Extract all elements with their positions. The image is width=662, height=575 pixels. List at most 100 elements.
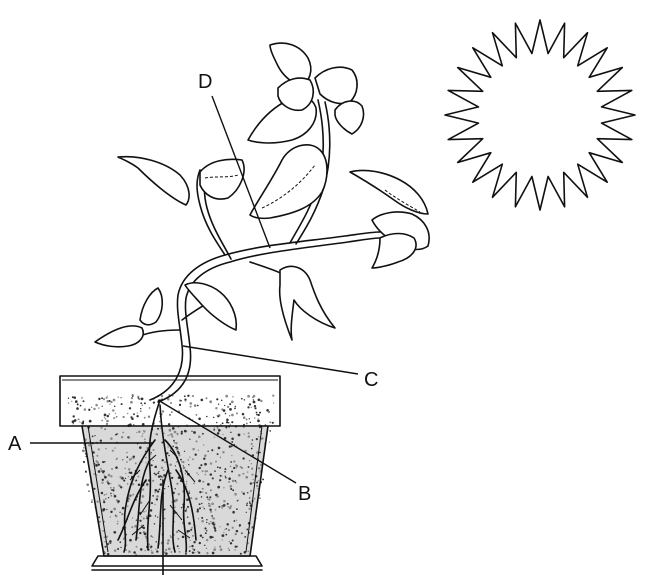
soil-speck xyxy=(96,455,98,457)
soil-speck xyxy=(231,470,233,472)
soil-speck xyxy=(136,546,138,548)
soil-speck xyxy=(107,482,108,483)
soil-speck xyxy=(169,434,170,435)
soil-speck xyxy=(88,444,90,446)
soil-speck xyxy=(245,476,248,479)
soil-speck xyxy=(110,437,113,440)
soil-speck xyxy=(160,483,163,486)
soil-speck xyxy=(189,457,190,458)
soil-speck xyxy=(254,417,256,419)
soil-speck xyxy=(234,549,236,551)
soil-speck xyxy=(100,439,102,441)
soil-speck xyxy=(108,413,110,415)
soil-speck xyxy=(214,470,216,472)
soil-speck xyxy=(204,454,207,457)
soil-speck xyxy=(88,409,90,411)
soil-speck xyxy=(160,427,161,428)
soil-speck xyxy=(232,489,234,491)
soil-speck xyxy=(101,470,103,472)
soil-speck xyxy=(104,536,106,538)
soil-speck xyxy=(82,450,85,453)
soil-speck xyxy=(195,454,197,456)
soil-speck xyxy=(118,397,119,398)
soil-speck xyxy=(108,497,109,498)
soil-speck xyxy=(238,499,240,501)
soil-speck xyxy=(256,412,258,414)
soil-speck xyxy=(175,442,177,444)
soil-speck xyxy=(110,543,111,544)
soil-speck xyxy=(251,474,253,476)
soil-speck xyxy=(231,414,234,417)
soil-speck xyxy=(95,404,98,407)
soil-speck xyxy=(152,460,153,461)
soil-speck xyxy=(198,450,199,451)
soil-speck xyxy=(202,506,204,508)
soil-speck xyxy=(247,406,249,408)
soil-speck xyxy=(139,446,142,449)
soil-speck xyxy=(130,472,133,475)
soil-speck xyxy=(142,488,144,490)
soil-speck xyxy=(219,546,221,548)
soil-speck xyxy=(130,401,133,404)
soil-speck xyxy=(250,422,251,423)
soil-speck xyxy=(68,398,69,399)
soil-speck xyxy=(251,463,252,464)
soil-speck xyxy=(229,550,230,551)
soil-speck xyxy=(225,534,227,536)
soil-speck xyxy=(127,436,129,438)
soil-speck xyxy=(226,421,228,423)
soil-speck xyxy=(218,404,219,405)
soil-speck xyxy=(151,551,154,554)
soil-speck xyxy=(173,440,175,442)
soil-speck xyxy=(219,467,221,469)
soil-speck xyxy=(114,447,115,448)
soil-speck xyxy=(178,493,180,495)
soil-speck xyxy=(122,459,124,461)
soil-speck xyxy=(94,435,95,436)
soil-speck xyxy=(192,458,194,460)
soil-speck xyxy=(206,552,208,554)
soil-speck xyxy=(141,516,142,517)
soil-speck xyxy=(213,417,215,419)
soil-speck xyxy=(113,531,116,534)
soil-speck xyxy=(154,466,157,469)
soil-speck xyxy=(181,507,182,508)
soil-speck xyxy=(119,541,121,543)
soil-speck xyxy=(155,515,156,516)
soil-speck xyxy=(257,418,258,419)
soil-speck xyxy=(184,395,186,397)
soil-speck xyxy=(182,461,184,463)
soil-speck xyxy=(93,473,95,475)
soil-speck xyxy=(205,397,207,399)
soil-speck xyxy=(246,528,248,530)
soil-speck xyxy=(164,517,166,519)
soil-speck xyxy=(140,502,142,504)
soil-speck xyxy=(193,541,195,543)
soil-speck xyxy=(246,503,248,505)
soil-speck xyxy=(183,465,184,466)
soil-speck xyxy=(157,517,158,518)
soil-speck xyxy=(198,417,201,420)
soil-speck xyxy=(203,444,204,445)
soil-speck xyxy=(151,452,152,453)
soil-speck xyxy=(139,520,141,522)
soil-speck xyxy=(224,405,225,406)
soil-speck xyxy=(221,475,223,477)
soil-speck xyxy=(249,501,250,502)
soil-speck xyxy=(148,416,150,418)
soil-speck xyxy=(142,433,143,434)
soil-speck xyxy=(231,455,232,456)
soil-speck xyxy=(207,483,210,486)
soil-speck xyxy=(212,552,215,555)
soil-speck xyxy=(169,464,172,467)
soil-speck xyxy=(181,461,183,463)
soil-speck xyxy=(155,473,157,475)
soil-speck xyxy=(168,446,169,447)
soil-speck xyxy=(98,470,101,473)
soil-speck xyxy=(236,508,238,510)
soil-speck xyxy=(214,527,216,529)
soil-speck xyxy=(209,400,212,403)
soil-speck xyxy=(242,473,244,475)
soil-speck xyxy=(167,539,170,542)
soil-speck xyxy=(109,400,111,402)
